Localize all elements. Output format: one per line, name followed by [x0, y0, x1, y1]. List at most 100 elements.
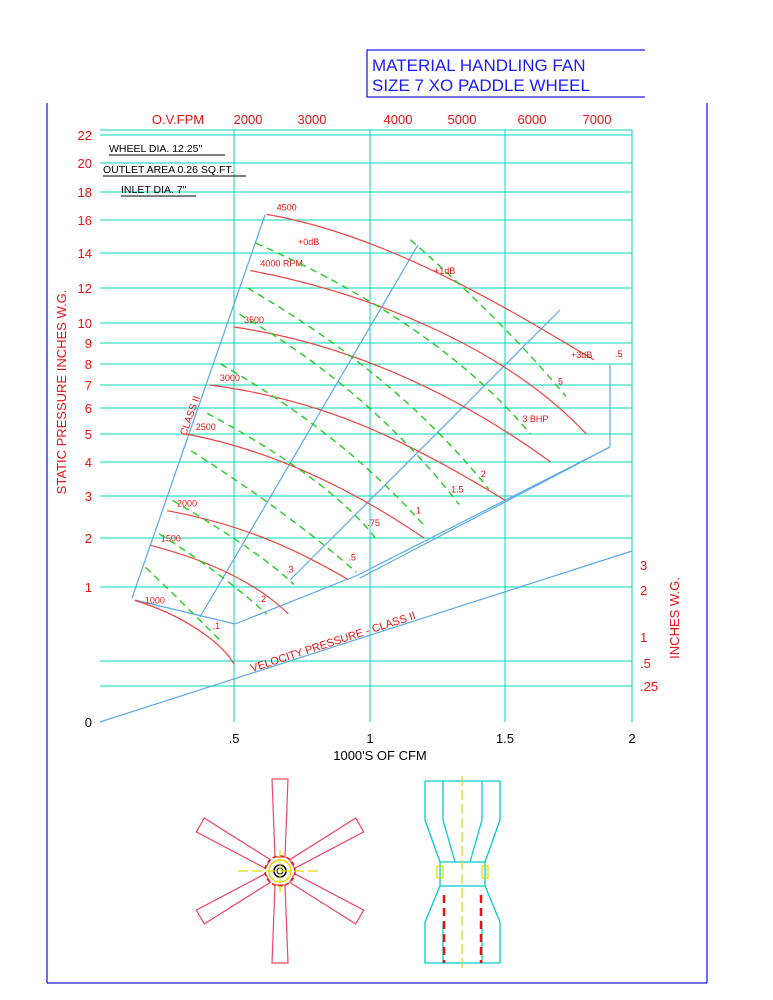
y-tick-label-2: 2 [85, 531, 92, 546]
rpm-label-3: 2500 [196, 422, 216, 432]
right-axis-title: INCHES W.G. [667, 577, 682, 659]
right-tick-label-2: 1 [640, 630, 647, 645]
top-tick-label-3: 5000 [448, 112, 477, 127]
right-tick-label-0: .25 [640, 679, 658, 694]
title-block: MATERIAL HANDLING FAN SIZE 7 XO PADDLE W… [366, 49, 645, 98]
bhp-curve-4 [206, 412, 376, 539]
x-tick-label-0: .5 [229, 731, 240, 746]
bhp-label-4: .75 [367, 518, 380, 528]
y-tick-label-14: 18 [78, 185, 92, 200]
bhp-label-2: .3 [286, 565, 294, 575]
y-axis-title: STATIC PRESSURE INCHES W.G. [54, 290, 69, 495]
top-tick-label-0: 2000 [234, 112, 263, 127]
bhp-curve-2 [172, 499, 295, 586]
title-line-1: MATERIAL HANDLING FAN [372, 56, 585, 75]
velocity-pressure-label: VELOCITY PRESSURE - CLASS II [249, 610, 417, 675]
chart-labels: +0dB +1dB +3dB .5 CLASS II VELOCITY PRES… [178, 237, 622, 675]
bhp-curve-5 [220, 363, 425, 526]
y-tick-label-8: 8 [85, 357, 92, 372]
x-tick-label-3: 2 [628, 731, 635, 746]
bhp-curve-0 [145, 566, 222, 642]
bhp-curve-1 [158, 533, 268, 615]
velocity-pressure-line [99, 550, 633, 723]
wheel-blade-0 [271, 778, 289, 858]
rpm-curves: 1000 1500 2000 2500 3000 3500 4000 RPM 4500 [134, 202, 595, 665]
wheel-blade-2 [195, 872, 272, 925]
paddle-wheel-side-view [424, 776, 501, 968]
rpm-curve-6 [250, 269, 587, 435]
y-tick-label-4: 4 [85, 455, 92, 470]
bhp-label-7: 2 [481, 469, 486, 479]
rpm-label-4: 3000 [220, 373, 240, 383]
spec-box: WHEEL DIA. 12.25" OUTLET AREA 0.26 SQ.FT… [103, 143, 246, 197]
class-ii-boundary-line [131, 214, 266, 599]
y-tick-label-11: 12 [78, 281, 92, 296]
rpm-label-2: 2000 [177, 499, 197, 509]
right-tick-label-3: 2 [640, 583, 647, 598]
y-tick-label-1: 1 [85, 580, 92, 595]
y-tick-label-12: 14 [78, 246, 92, 261]
noise-label-3db: +3dB [571, 350, 592, 360]
bhp-label-9: 5 [558, 377, 563, 387]
bhp-curve-9 [410, 239, 567, 397]
paddle-wheel-front-view [195, 778, 365, 964]
x-axis-title: 1000'S OF CFM [333, 748, 427, 763]
spec-outlet-area: OUTLET AREA 0.26 SQ.FT. [103, 164, 234, 176]
bhp-curve-6 [239, 313, 460, 505]
bhp-label-1: .2 [259, 594, 267, 604]
rpm-label-6: 4000 RPM [260, 259, 303, 269]
bhp-curves: .1 .2 .3 .5 .75 1 1.5 2 3 BHP 5 [145, 239, 567, 642]
x-tick-label-1: 1 [366, 731, 373, 746]
chart-grid [100, 129, 633, 722]
top-tick-label-2: 4000 [384, 112, 413, 127]
lower-boundary-2 [234, 574, 359, 625]
bhp-curve-8 [255, 242, 531, 435]
y-tick-label-16: 22 [78, 128, 92, 143]
y-tick-label-0: 0 [85, 715, 92, 730]
top-tick-label-4: 6000 [518, 112, 547, 127]
lower-boundary-1 [134, 599, 236, 625]
wheel-blade-3 [271, 884, 289, 964]
class-lines [99, 214, 633, 723]
rpm-curve-3 [185, 433, 425, 539]
bhp-label-6: 1.5 [451, 484, 464, 494]
rpm-label-1: 1500 [161, 533, 181, 543]
rpm-curve-1 [150, 544, 289, 615]
y-tick-label-13: 16 [78, 213, 92, 228]
rpm-label-0: 1000 [145, 596, 165, 606]
wheel-blade-5 [288, 817, 365, 870]
bhp-curve-7 [247, 287, 490, 490]
rpm-curve-5 [233, 326, 552, 463]
rpm-curve-4 [209, 384, 506, 501]
y-tick-label-5: 5 [85, 427, 92, 442]
y-tick-label-3: 3 [85, 489, 92, 504]
bhp-label-8: 3 BHP [522, 414, 548, 424]
rpm-label-5: 3500 [244, 315, 264, 325]
wheel-blade-1 [195, 817, 272, 870]
wheel-blade-4 [288, 872, 365, 925]
right-tick-label-4: 3 [640, 558, 647, 573]
top-tick-label-1: 3000 [298, 112, 327, 127]
y-tick-label-7: 7 [85, 378, 92, 393]
y-tick-label-15: 20 [78, 156, 92, 171]
right-tick-label-1: .5 [640, 656, 651, 671]
spec-wheel-diameter: WHEEL DIA. 12.25" [109, 143, 202, 155]
system-line-2 [289, 309, 561, 581]
bhp-label-0: .1 [213, 621, 221, 631]
bhp-label-3: .5 [348, 552, 356, 562]
spec-inlet-diameter: INLET DIA. 7" [121, 184, 187, 196]
page-frame [46, 103, 708, 984]
bhp-curve-3 [190, 450, 357, 573]
system-line-3 [359, 446, 611, 579]
rpm-curve-0 [134, 599, 235, 665]
rpm-curve-7 [266, 213, 595, 361]
bhp-label-5: 1 [416, 505, 421, 515]
noise-label-0db: +0dB [298, 237, 319, 247]
y-tick-label-6: 6 [85, 401, 92, 416]
top-tick-label-5: 7000 [583, 112, 612, 127]
noise-label-1db: +1dB [434, 266, 455, 276]
rpm-label-7: 4500 [277, 202, 297, 212]
x-tick-label-2: 1.5 [496, 731, 514, 746]
